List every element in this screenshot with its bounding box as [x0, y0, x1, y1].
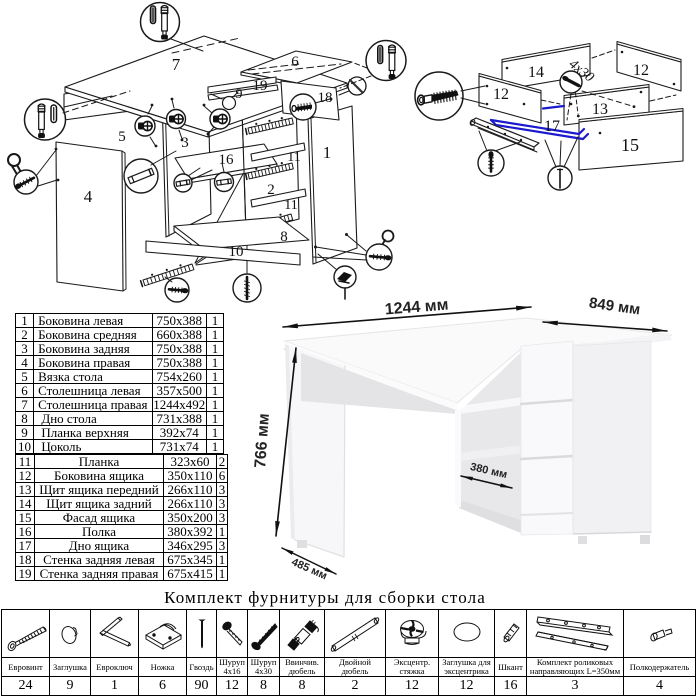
svg-text:3: 3: [181, 135, 189, 151]
svg-text:18: 18: [318, 90, 333, 106]
svg-text:485 мм: 485 мм: [290, 556, 329, 582]
svg-text:6: 6: [291, 54, 299, 70]
svg-text:10: 10: [229, 244, 244, 260]
svg-text:17: 17: [544, 118, 560, 135]
svg-text:766 мм: 766 мм: [252, 413, 273, 469]
svg-text:11: 11: [287, 150, 300, 165]
svg-text:11: 11: [284, 198, 297, 213]
svg-text:1: 1: [323, 143, 332, 162]
svg-text:4: 4: [84, 187, 93, 206]
svg-text:19: 19: [253, 78, 268, 94]
svg-text:7: 7: [172, 55, 181, 74]
svg-text:5: 5: [118, 129, 126, 145]
svg-text:13: 13: [592, 101, 608, 118]
svg-text:12: 12: [493, 86, 509, 103]
svg-text:1244 мм: 1244 мм: [384, 297, 449, 319]
svg-text:8: 8: [280, 229, 288, 245]
svg-text:16: 16: [219, 152, 235, 168]
svg-text:9: 9: [236, 87, 243, 102]
svg-text:15: 15: [621, 135, 639, 155]
svg-text:2: 2: [267, 182, 275, 198]
svg-text:849 мм: 849 мм: [588, 295, 641, 319]
svg-text:14: 14: [528, 64, 544, 81]
svg-text:12: 12: [633, 62, 649, 79]
